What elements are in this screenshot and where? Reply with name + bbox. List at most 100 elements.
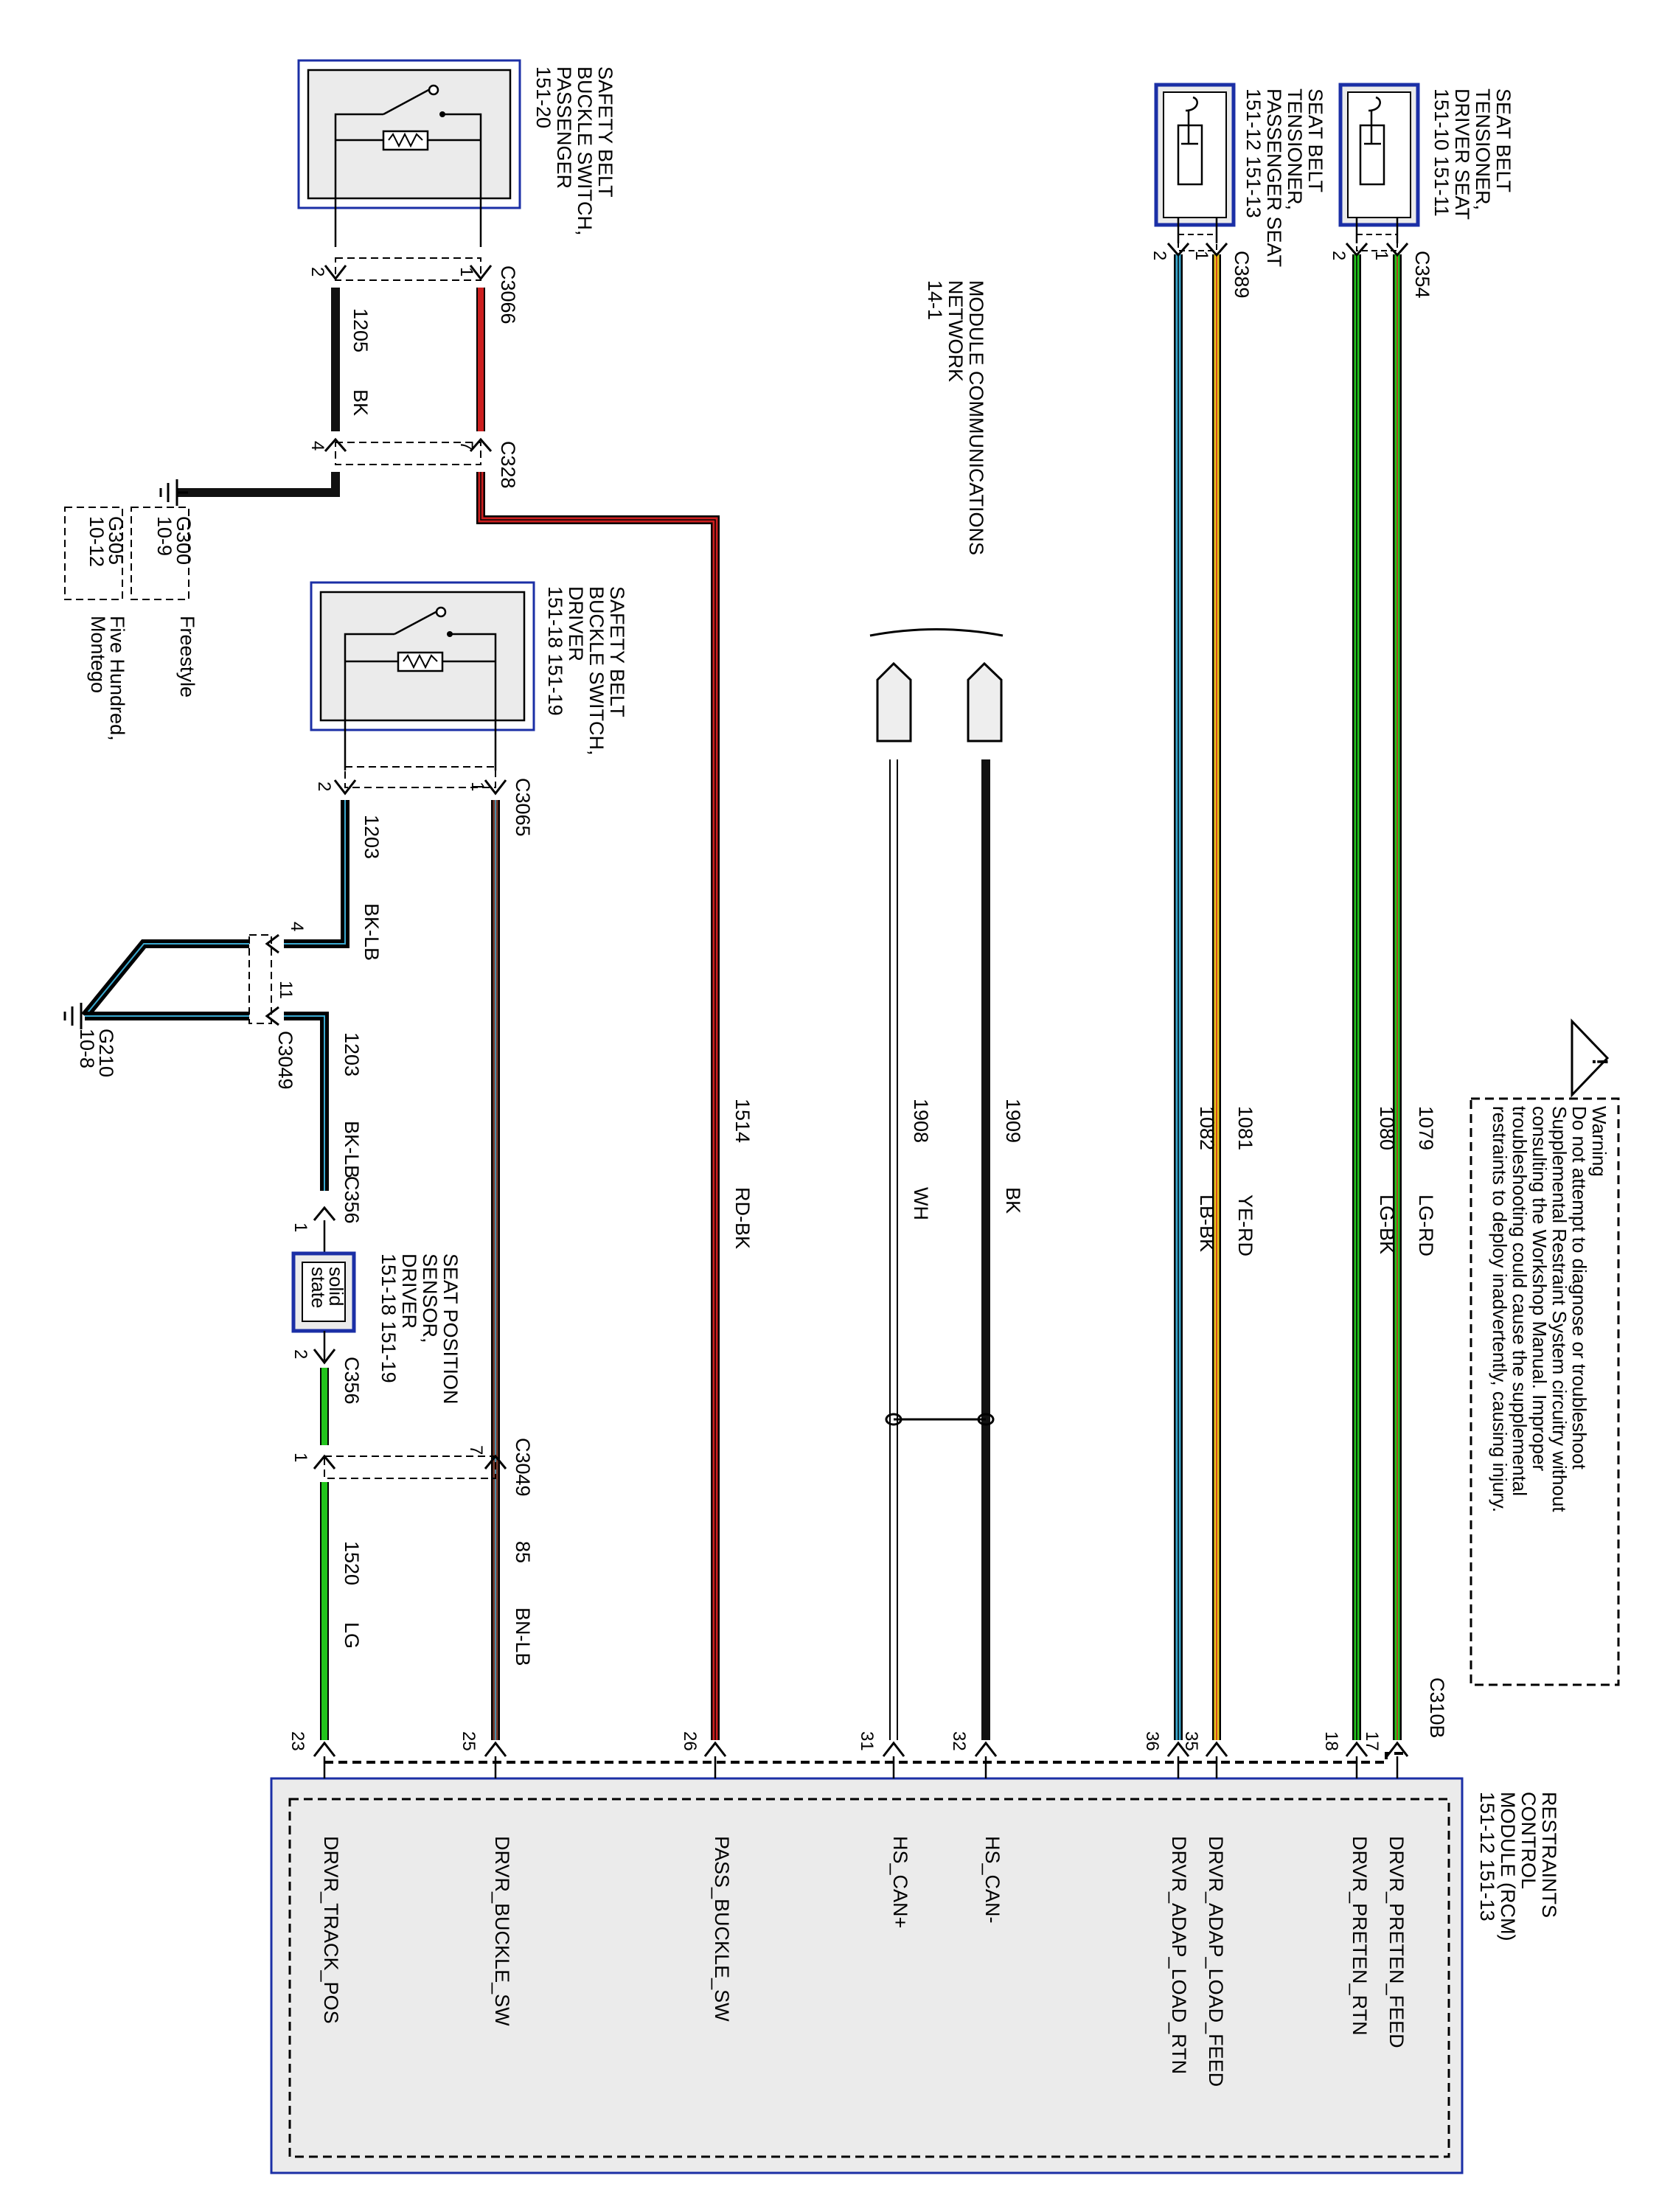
connector-c354: C354 2 1 — [1329, 234, 1433, 299]
pin-number: 4 — [307, 441, 327, 451]
wire-1520: 1520 LG — [320, 1368, 363, 1740]
pin-number: 7 — [466, 1445, 486, 1455]
rcm-module: RESTRAINTS CONTROL MODULE (RCM) 151-12 1… — [270, 1777, 1560, 2174]
connector-c3065: C3065 2 1 — [314, 766, 534, 837]
wire-1908: 1908 WH — [889, 759, 932, 1740]
wire-circuit: 1205 — [349, 308, 372, 352]
connector-label: C3049 — [274, 1031, 296, 1090]
rcm-pin-name: DRVR_BUCKLE_SW — [491, 1836, 513, 2026]
pin-number: 2 — [314, 782, 334, 791]
component-label: SEAT BELT — [1492, 88, 1514, 192]
warning-line: troubleshooting could cause the suppleme… — [1509, 1106, 1531, 1496]
module-communications: MODULE COMMUNICATIONS NETWORK 14-1 — [869, 280, 1004, 742]
driver-tensioner: SEAT BELT TENSIONER, DRIVER SEAT 151-10 … — [1338, 83, 1514, 243]
component-label: 151-18 151-19 — [378, 1253, 400, 1383]
component-label: 151-18 151-19 — [544, 586, 566, 716]
pin-number: 23 — [288, 1731, 307, 1751]
pin-number: 2 — [1150, 251, 1169, 260]
component-label: 151-20 — [532, 66, 554, 128]
component-label: SAFETY BELT — [606, 586, 628, 717]
rcm-label: CONTROL — [1517, 1792, 1540, 1889]
wire-circuit: 1909 — [1002, 1099, 1024, 1143]
connector-label: C356 — [341, 1357, 363, 1405]
pin-number: 31 — [857, 1731, 877, 1751]
network-break-mark — [869, 628, 1004, 637]
pin-number: 1 — [291, 1453, 310, 1462]
component-label: SAFETY BELT — [594, 66, 616, 198]
component-label: DRIVER SEAT — [1451, 88, 1473, 220]
rcm-pin-name: PASS_BUCKLE_SW — [711, 1836, 733, 2022]
component-label: 151-10 151-11 — [1430, 88, 1453, 217]
wire-circuit: 1082 — [1196, 1106, 1218, 1150]
rcm-box-outer — [270, 1777, 1464, 2174]
wire-circuit: 1079 — [1415, 1106, 1437, 1150]
component-label: 151-12 151-13 — [1242, 88, 1265, 218]
resistor-icon — [382, 130, 429, 151]
ground-wire-g300 — [177, 472, 340, 497]
wire-circuit: 1203 — [361, 815, 383, 859]
component-label: TENSIONER, — [1472, 88, 1494, 210]
wire-circuit: 1081 — [1234, 1106, 1256, 1150]
wire-circuit: 1514 — [731, 1099, 754, 1143]
wire-1081: 1081 YE-RD — [1212, 254, 1256, 1740]
ground-note: Five Hundred, — [106, 616, 128, 741]
pin-number: 1 — [456, 267, 476, 276]
connector-label: C3065 — [512, 778, 534, 837]
wire-1082: 1082 LB-BK — [1174, 254, 1218, 1740]
module-comm-label: NETWORK — [945, 280, 967, 382]
sensor-inner-label: state — [307, 1267, 330, 1308]
connector-label: C3049 — [512, 1438, 534, 1497]
warning-block: ! Warning Do not attempt to diagnose or … — [1470, 1018, 1620, 1686]
wire-circuit: 1203 — [341, 1032, 363, 1077]
ground-g305: G305 10-12 Five Hundred, Montego — [64, 507, 128, 741]
tensioner-icon — [1177, 96, 1203, 186]
driver-buckle-switch: SAFETY BELT BUCKLE SWITCH, DRIVER 151-18… — [310, 581, 628, 771]
connector-label: C354 — [1411, 251, 1433, 299]
pin-number: 35 — [1181, 1731, 1201, 1751]
wire-color: LG — [341, 1622, 363, 1649]
wire-color: BK — [349, 389, 372, 416]
ground-ref: 10-9 — [153, 516, 175, 556]
pin-number: 17 — [1362, 1731, 1382, 1751]
twisted-pair-marker — [885, 1413, 995, 1426]
wire-1205: 1205 BK — [331, 288, 372, 431]
pin-number: 36 — [1142, 1731, 1162, 1751]
connector-c3066: C3066 2 1 — [307, 257, 519, 324]
ground-ref: 10-8 — [76, 1029, 98, 1068]
rcm-label: 151-12 151-13 — [1476, 1792, 1498, 1921]
ground-icon — [159, 479, 188, 506]
pin-number: 26 — [680, 1731, 700, 1751]
connector-label: C389 — [1231, 251, 1253, 299]
warning-line: consulting the Workshop Manual. Improper — [1528, 1106, 1551, 1472]
sensor-inner-label: solid — [325, 1267, 347, 1306]
rcm-box-inner — [288, 1798, 1450, 2158]
wire-color: YE-RD — [1234, 1194, 1256, 1256]
connector-label: C356 — [341, 1176, 363, 1224]
connector-c328: C328 4 7 — [307, 437, 519, 489]
wire-1909: 1909 BK — [981, 759, 1024, 1740]
pin-number: 2 — [291, 1349, 310, 1359]
passenger-tensioner: SEAT BELT TENSIONER, PASSENGER SEAT 151-… — [1154, 83, 1326, 267]
wire-circuit: 1520 — [341, 1541, 363, 1585]
component-label: DRIVER — [565, 586, 587, 661]
pin-number: 1 — [1192, 251, 1211, 260]
warning-icon-mark: ! — [1587, 1058, 1612, 1065]
connector-c389: C389 2 1 — [1150, 234, 1253, 299]
connector-c3049-a: 4 11 C3049 — [248, 922, 307, 1090]
component-label: DRIVER — [398, 1253, 420, 1329]
warning-line: Do not attempt to diagnose or troublesho… — [1568, 1106, 1590, 1470]
c310b-connector-line — [324, 1752, 1408, 1764]
wire-circuit: 1908 — [910, 1099, 932, 1143]
pin-number: 32 — [949, 1731, 969, 1751]
resistor-icon — [397, 651, 444, 672]
wire-circuit: 85 — [512, 1541, 534, 1563]
ground-g300: G300 10-9 Freestyle — [131, 479, 198, 698]
rcm-pin-name: DRVR_PRETEN_RTN — [1349, 1836, 1371, 2036]
component-label: SEAT BELT — [1304, 88, 1326, 192]
component-label: TENSIONER, — [1284, 88, 1306, 210]
wire-circuit: 1080 — [1376, 1106, 1398, 1150]
ground-wires-g210 — [81, 939, 249, 1020]
rcm-pin-arrows — [313, 1741, 1409, 1778]
connector-c3049-b: C3049 1 7 — [291, 1438, 534, 1497]
